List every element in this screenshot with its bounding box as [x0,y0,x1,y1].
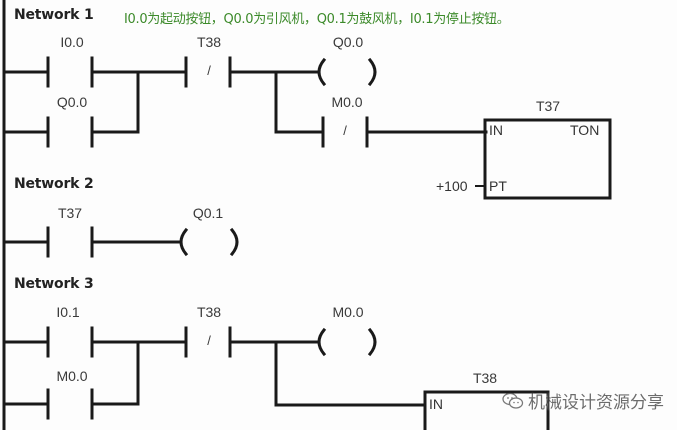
coil-m00[interactable] [317,327,377,357]
network-2-title: Network 2 [14,176,94,192]
contact-t37[interactable] [2,226,182,258]
pin-in: IN [489,122,503,138]
timer-box-t38[interactable] [423,390,550,430]
contact-m00-nc[interactable] [274,70,488,148]
label-t37: T37 [57,205,83,221]
label-t37-box: T37 [535,98,561,114]
label-t38: T38 [196,34,222,50]
network-1-comment: I0.0为起动按钮，Q0.0为引风机，Q0.1为鼓风机，I0.1为停止按钮。 [124,12,510,27]
wechat-icon [502,392,524,409]
nc-mark: / [343,123,347,138]
label-m00: M0.0 [331,94,363,110]
nc-mark: / [207,333,211,348]
label-m00-coil: M0.0 [332,304,364,320]
nc-mark: / [207,63,211,78]
watermark-text: 机械设计资源分享 [528,393,664,413]
label-q01: Q0.1 [192,205,224,221]
network-3-title: Network 3 [14,276,94,292]
contact-t38-nc[interactable] [184,56,320,88]
pin-ton: TON [570,122,600,138]
contact-i01[interactable] [2,326,188,358]
label-t38-box: T38 [472,370,498,386]
label-i00: I0.0 [60,34,84,50]
timer-box-t37[interactable] [483,118,612,200]
label-m00-contact: M0.0 [56,368,88,384]
preset-value: +100 [436,178,468,194]
pin-in-t38: IN [429,396,443,412]
contact-t38-nc-n3[interactable] [184,326,320,358]
label-t38-n3: T38 [196,304,222,320]
label-q00-contact: Q0.0 [56,94,88,110]
label-i01: I0.1 [56,304,80,320]
coil-q00[interactable] [317,57,377,87]
branch-to-t38 [274,340,427,407]
label-q00-coil: Q0.0 [332,34,364,50]
watermark: 机械设计资源分享 [502,388,664,413]
contact-q00-parallel[interactable] [2,70,140,148]
contact-m00-parallel[interactable] [2,340,140,420]
network-1-title: Network 1 [14,7,94,23]
contact-i00[interactable] [2,56,188,88]
pin-pt: PT [489,178,507,194]
coil-q01[interactable] [179,227,239,257]
